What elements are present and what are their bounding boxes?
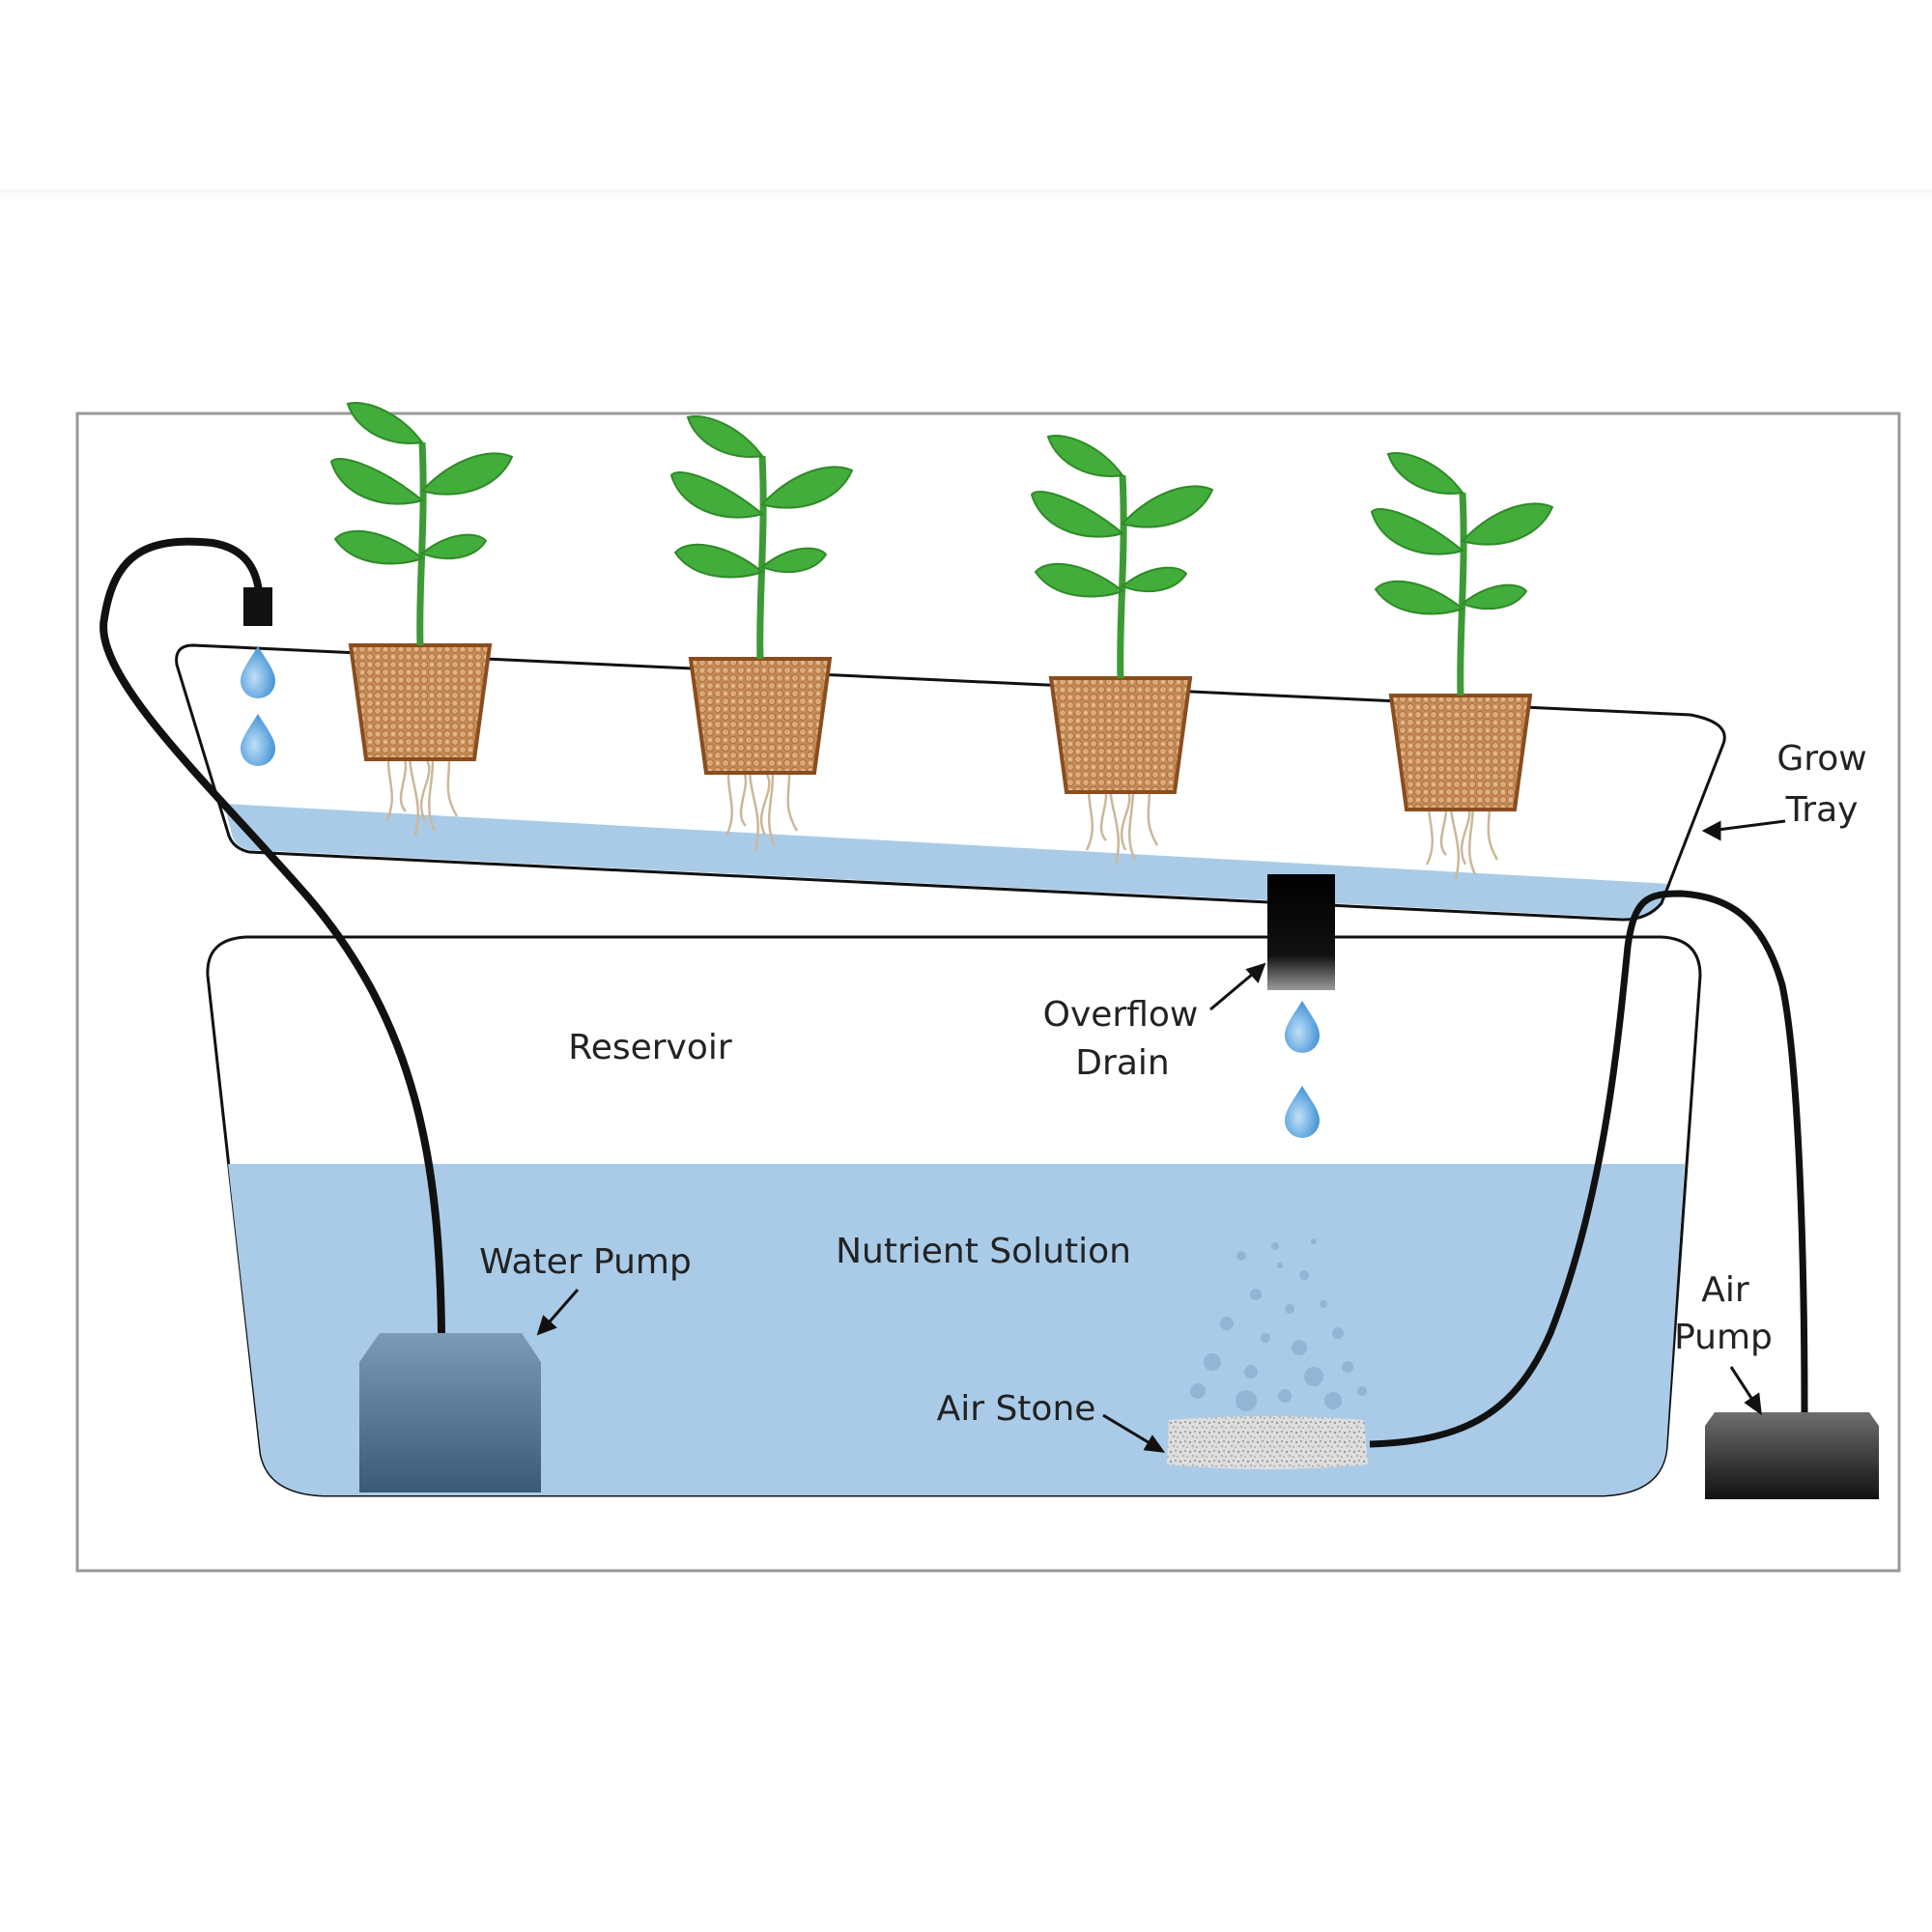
air-stone-label: Air Stone xyxy=(937,1389,1096,1429)
air-pump-label: Air xyxy=(1701,1270,1749,1310)
grow-tray-label-line2: Tray xyxy=(1785,790,1859,830)
water-drop xyxy=(241,646,275,698)
grow-tray-arrow xyxy=(1709,819,1786,833)
grow-tray-label: Grow xyxy=(1776,739,1866,779)
water-tube xyxy=(99,537,445,1334)
nutrient-solution-water xyxy=(228,1164,1685,1495)
reservoir-tank xyxy=(206,935,1702,1497)
overflow-drain-label-line2: Drain xyxy=(1075,1043,1169,1083)
water-pump-label: Water Pump xyxy=(479,1242,692,1282)
overflow-drain-label: Overflow xyxy=(1043,995,1199,1035)
water-pump xyxy=(359,1333,541,1492)
air-pump-label-line2: Pump xyxy=(1674,1318,1773,1357)
air-stone-arrow xyxy=(1102,1413,1157,1449)
plant-1 xyxy=(331,403,512,838)
water-outlet-nozzle xyxy=(243,587,272,626)
reservoir-label: Reservoir xyxy=(568,1028,732,1067)
nutrient-solution-label: Nutrient Solution xyxy=(836,1232,1131,1271)
overflow-drain-arrow xyxy=(1209,967,1260,1011)
water-drop xyxy=(241,714,275,766)
air-bubbles xyxy=(1190,1238,1367,1411)
plant-4 xyxy=(1372,453,1552,881)
diagram-frame xyxy=(75,412,1901,1573)
top-divider xyxy=(0,189,1932,201)
overflow-drain xyxy=(1267,874,1335,990)
air-tube xyxy=(1369,890,1808,1448)
plant-3 xyxy=(1032,436,1212,867)
plant-2 xyxy=(671,416,852,852)
air-stone xyxy=(1167,1416,1368,1469)
air-pump xyxy=(1705,1412,1879,1499)
